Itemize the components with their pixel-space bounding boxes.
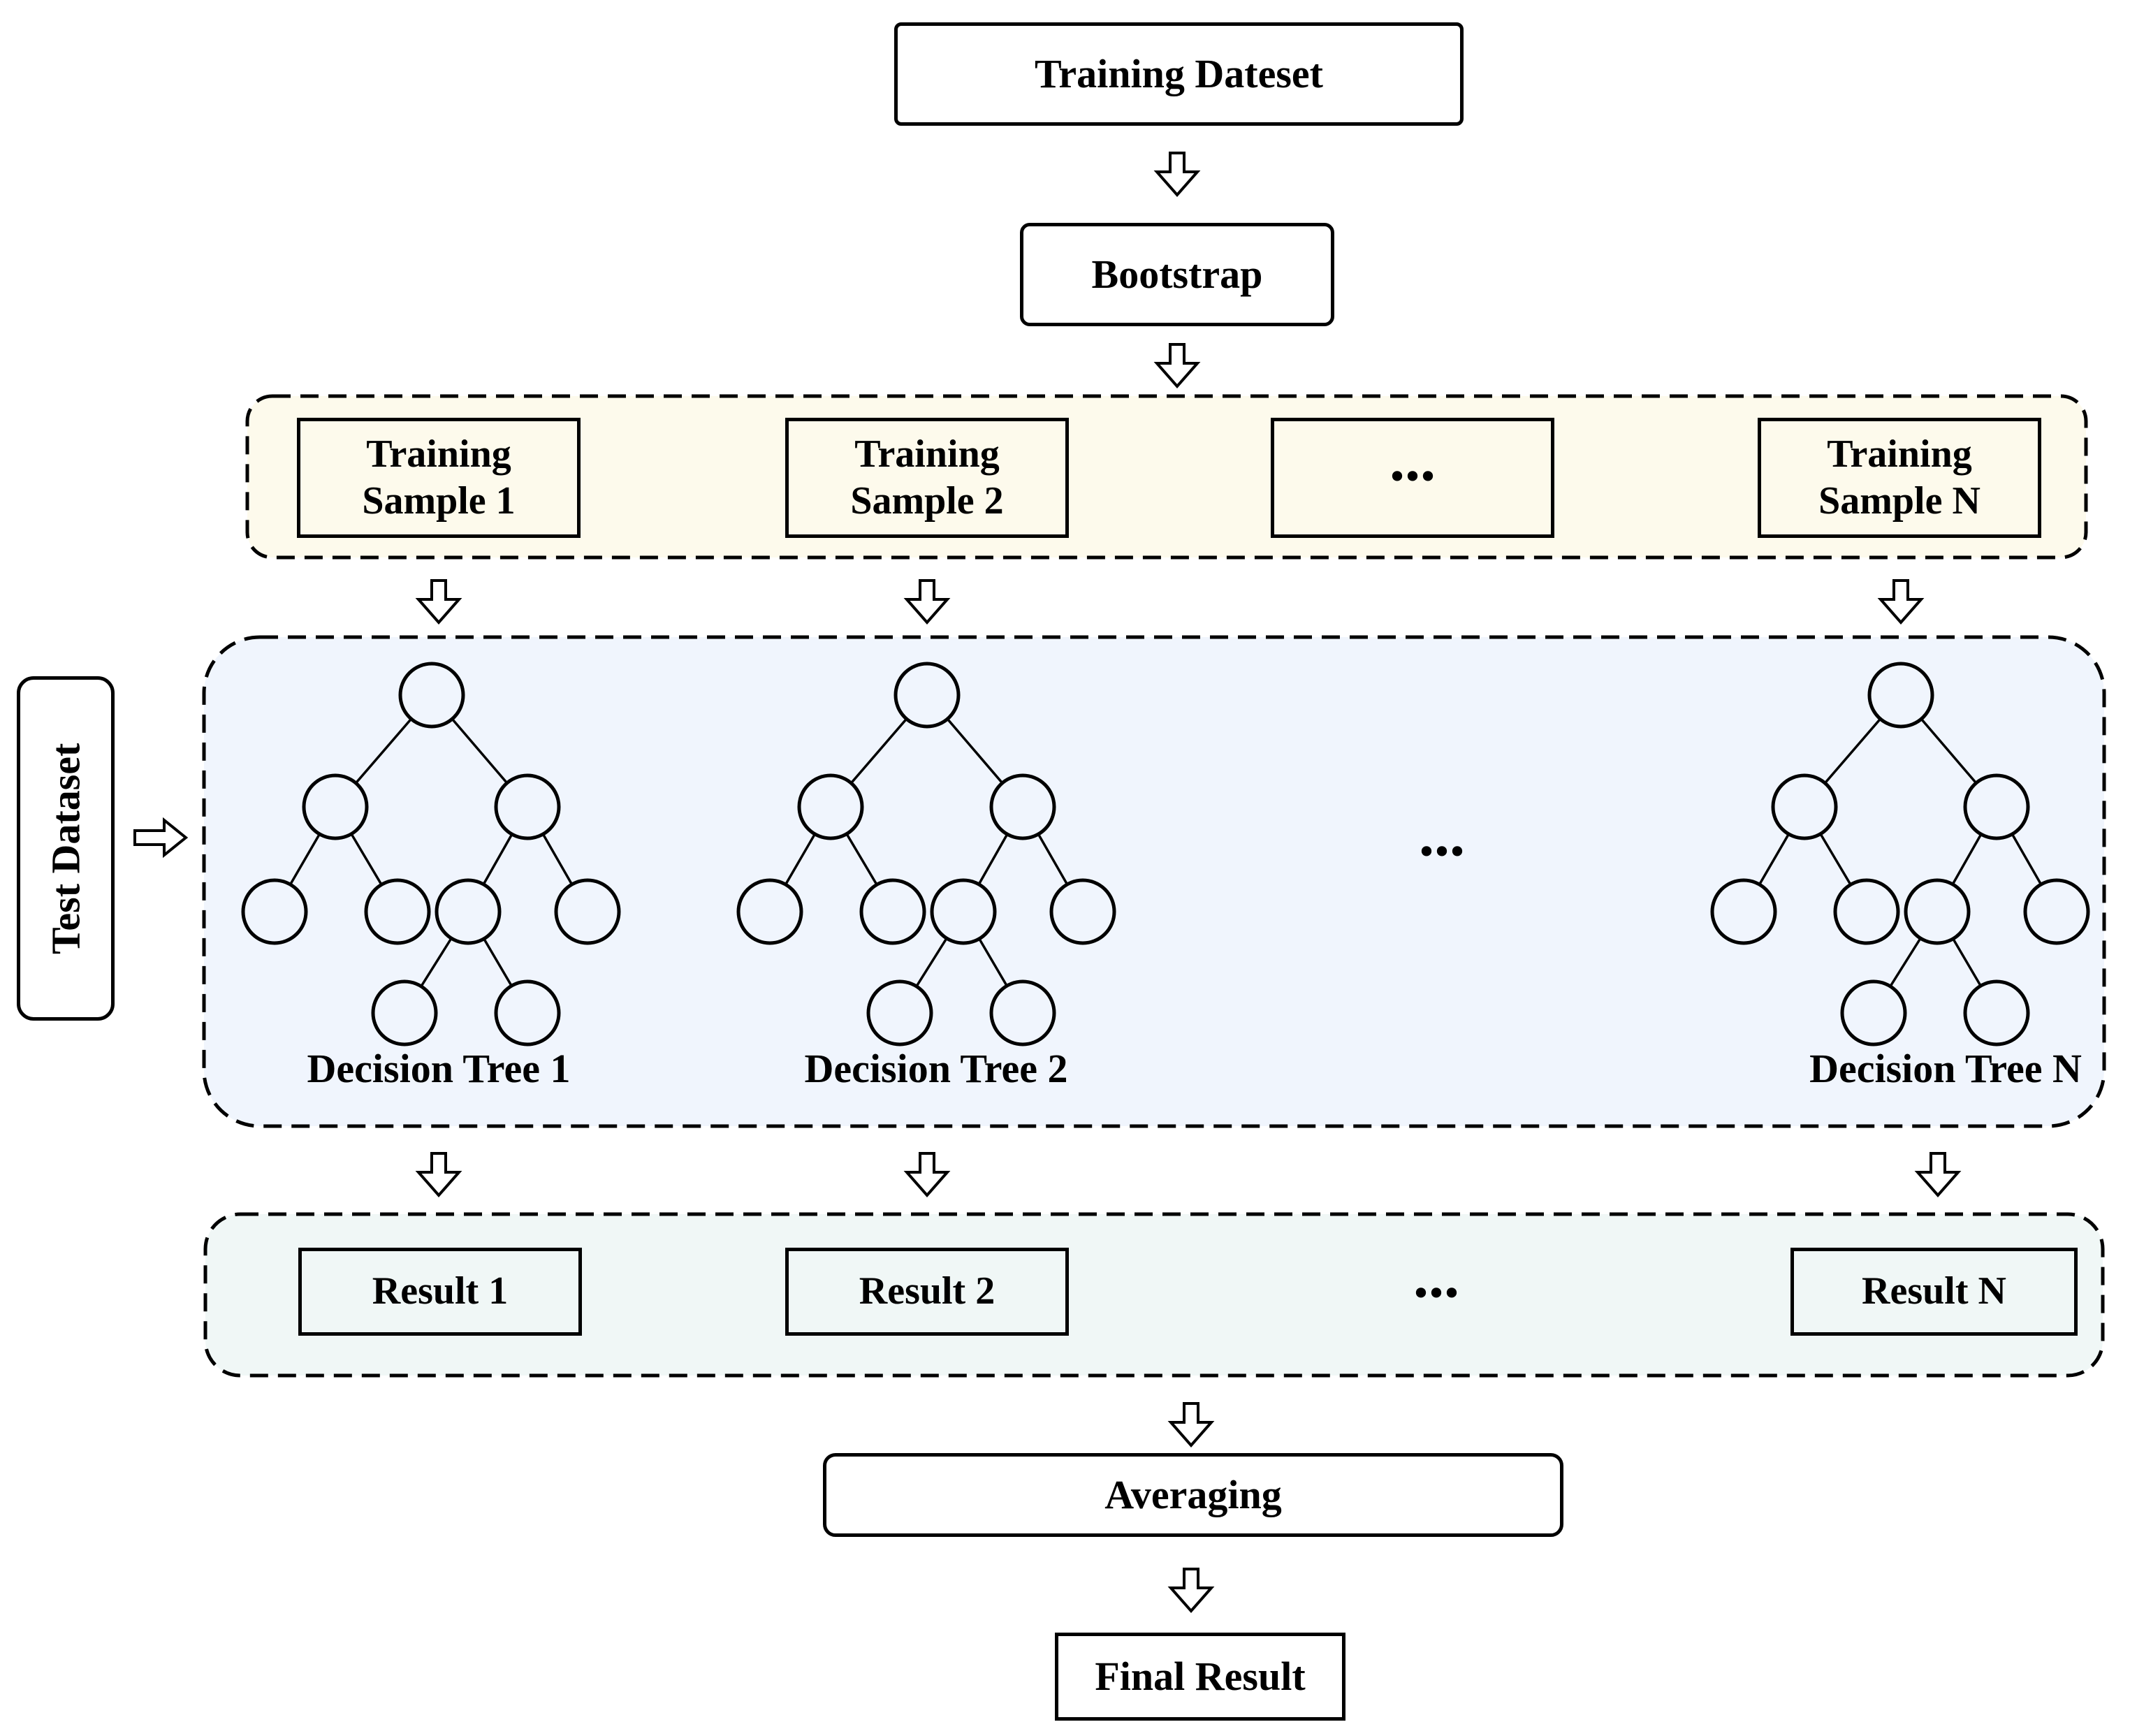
training-samples-ellipsis-node: ... (1271, 418, 1554, 538)
training-sample-1-node: Training Sample 1 (297, 418, 581, 538)
arrow-averaging-to-final-icon (1169, 1568, 1213, 1612)
training-samples-container (245, 394, 2088, 560)
arrow-treen-to-resultn-icon (1916, 1152, 1960, 1197)
arrow-results-to-averaging-icon (1169, 1402, 1213, 1447)
final-result-node: Final Result (1055, 1633, 1345, 1721)
decision-tree-n-label: Decision Tree N (1809, 1045, 2082, 1091)
decision-trees-ellipsis: ... (1419, 801, 1465, 869)
arrow-samplen-to-treen-icon (1879, 579, 1923, 624)
arrow-training-to-bootstrap-icon (1155, 152, 1199, 196)
final-result-label: Final Result (1095, 1654, 1306, 1700)
results-container (203, 1212, 2105, 1378)
sample-n-line1: Training (1827, 432, 1972, 476)
sample-1-line1: Training (366, 432, 511, 476)
arrow-testdata-to-trees-icon (133, 819, 187, 856)
result-2-node: Result 2 (785, 1248, 1069, 1336)
test-dataset-node: Test Dataset (17, 676, 115, 1021)
sample-n-line2: Sample N (1818, 479, 1981, 523)
sample-2-line1: Training (854, 432, 1000, 476)
training-dataset-label: Training Dateset (1035, 51, 1323, 97)
bootstrap-label: Bootstrap (1091, 251, 1263, 298)
bootstrap-node: Bootstrap (1020, 223, 1334, 326)
results-ellipsis: ... (1413, 1242, 1459, 1311)
decision-trees-container (202, 635, 2106, 1128)
result-n-node: Result N (1790, 1248, 2078, 1336)
arrow-sample2-to-tree2-icon (905, 579, 949, 624)
arrow-sample1-to-tree1-icon (417, 579, 460, 624)
result-n-label: Result N (1862, 1269, 2006, 1313)
training-sample-2-node: Training Sample 2 (785, 418, 1069, 538)
arrow-tree2-to-result2-icon (905, 1152, 949, 1197)
sample-1-line2: Sample 1 (362, 479, 516, 523)
test-dataset-label: Test Dataset (43, 743, 89, 954)
result-1-node: Result 1 (298, 1248, 582, 1336)
result-1-label: Result 1 (372, 1269, 509, 1313)
averaging-node: Averaging (823, 1453, 1563, 1537)
averaging-label: Averaging (1104, 1472, 1282, 1518)
sample-2-line2: Sample 2 (850, 479, 1004, 523)
result-2-label: Result 2 (859, 1269, 995, 1313)
arrow-bootstrap-to-samples-icon (1155, 343, 1199, 388)
training-sample-n-node: Training Sample N (1758, 418, 2041, 538)
training-dataset-node: Training Dateset (894, 22, 1464, 126)
samples-ellipsis: ... (1389, 426, 1436, 495)
arrow-tree1-to-result1-icon (417, 1152, 460, 1197)
decision-tree-2-label: Decision Tree 2 (804, 1045, 1068, 1091)
decision-tree-1-label: Decision Tree 1 (307, 1045, 571, 1091)
